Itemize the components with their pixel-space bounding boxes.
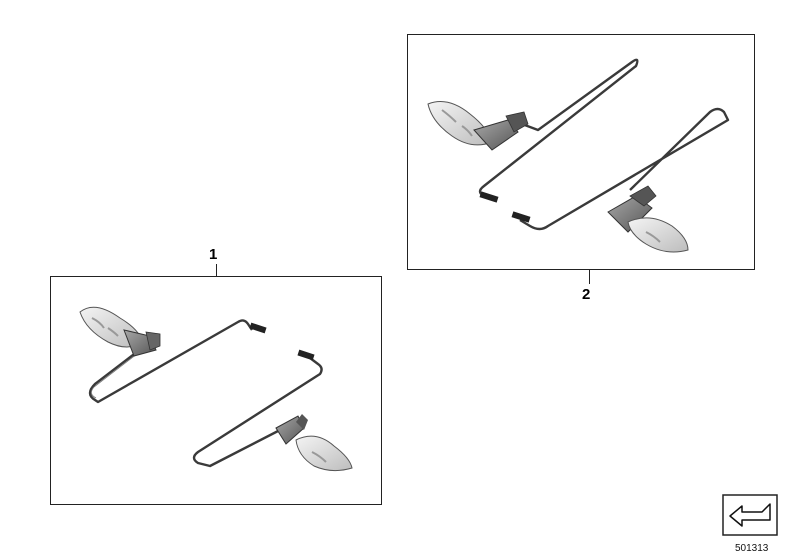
turn-signal-lamp-upper <box>427 101 529 151</box>
part-2-frame <box>407 34 755 270</box>
arrow-icon[interactable] <box>722 494 778 536</box>
turn-signal-lamp-lower <box>607 185 689 253</box>
turn-signal-lamp-left <box>79 306 161 357</box>
part-2-callout[interactable]: 2 <box>582 286 591 303</box>
part-1-callout[interactable]: 1 <box>209 246 218 263</box>
diagram-number: 501313 <box>735 543 769 554</box>
wire-harness-left <box>88 319 253 404</box>
wire-harness-right <box>192 357 323 468</box>
part-1-turn-signal-set <box>79 306 353 472</box>
part-2-leader <box>589 270 591 284</box>
part-1-frame <box>50 276 382 505</box>
connector-lower <box>511 211 531 223</box>
wire-harness-lower <box>519 107 730 231</box>
part-2-turn-signal-set <box>427 58 730 253</box>
turn-signal-lamp-right <box>275 414 353 472</box>
connector-upper <box>479 191 499 203</box>
connector-left <box>249 322 267 334</box>
connector-right <box>297 349 315 361</box>
part-1-leader <box>216 264 218 276</box>
